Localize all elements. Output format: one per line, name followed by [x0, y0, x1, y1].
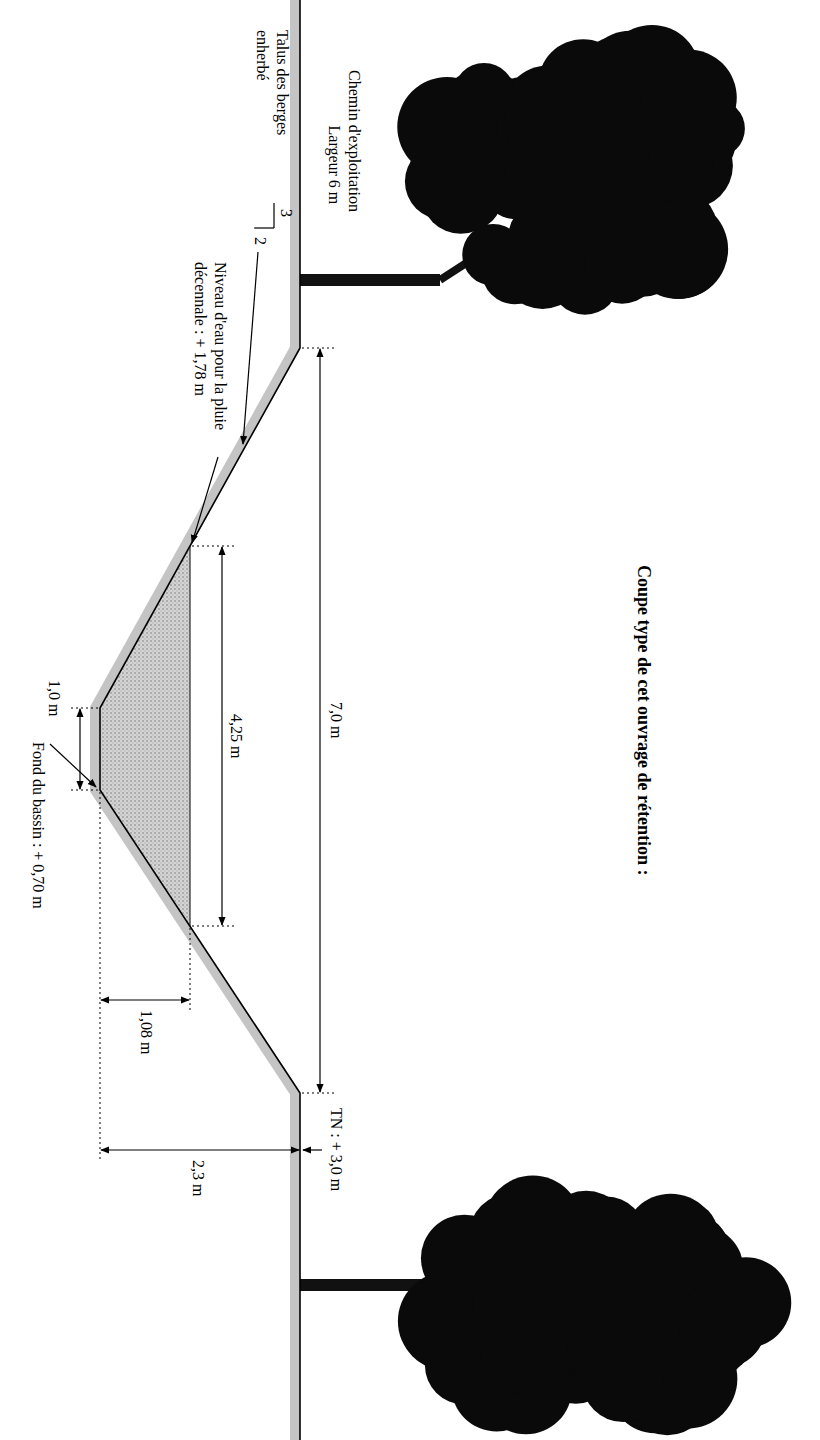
- ground-line: [100, 0, 300, 1440]
- slope-bracket: [254, 203, 274, 228]
- tree-trunk: [300, 274, 440, 286]
- leader-lines: [50, 252, 322, 1150]
- dimension: 1,08 m: [136, 1010, 156, 1054]
- dimension: 4,25 m: [226, 714, 246, 758]
- width-label: Largeur 6 m: [324, 126, 344, 205]
- tree-canopy: [440, 168, 502, 230]
- tree-canopy: [640, 49, 736, 145]
- dimension: 1,0 m: [44, 680, 64, 716]
- tree-canopy: [588, 213, 652, 277]
- tree-canopy: [662, 1215, 729, 1282]
- extension-lines: [68, 348, 335, 1160]
- path-label: Chemin d'exploitation: [344, 70, 364, 212]
- slope-label: Talus des berges enherbé: [252, 30, 292, 158]
- tree: [300, 25, 791, 1435]
- dimension: 2,3 m: [188, 1160, 208, 1196]
- tree-canopy: [473, 1268, 556, 1351]
- bottom-label: Fond du bassin : + 0,70 m: [28, 742, 48, 909]
- tree-canopy: [462, 224, 524, 286]
- water-level-label: Niveau d'eau pour la pluie décennale : +…: [190, 262, 230, 452]
- tree-canopy: [538, 39, 628, 129]
- tree-canopy: [678, 1280, 766, 1368]
- dimension-arrows: [80, 349, 320, 1150]
- tree-canopy: [567, 1286, 653, 1372]
- title: Coupe type de cet ouvrage de rétention :: [633, 565, 655, 875]
- tree-canopy: [397, 77, 497, 177]
- water-level: [190, 546, 191, 926]
- water: [100, 546, 190, 926]
- ground-shading: [95, 0, 295, 1440]
- slope-ratio: 2: [250, 237, 270, 245]
- slope-ratio: 3: [276, 209, 296, 217]
- dimension: 7,0 m: [326, 702, 346, 738]
- ground-level-label: TN : + 3,0 m: [326, 1108, 346, 1191]
- tree-canopy: [469, 1193, 554, 1278]
